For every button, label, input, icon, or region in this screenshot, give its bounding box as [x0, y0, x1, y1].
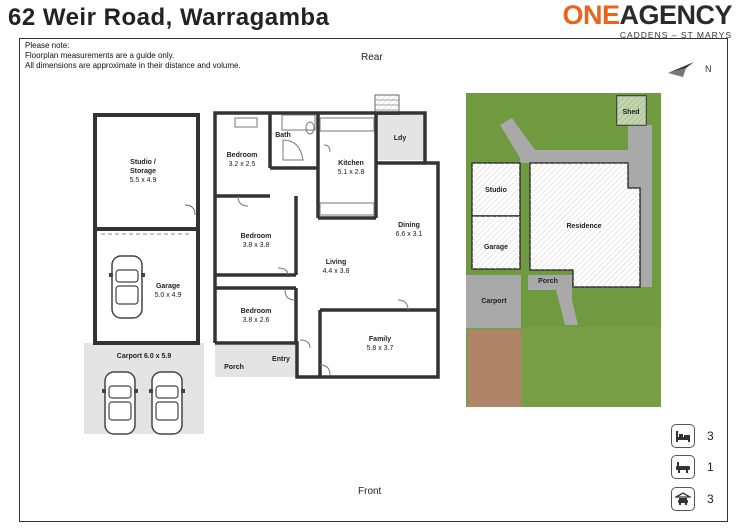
bedroom1-label: Bedroom	[227, 152, 258, 159]
north-arrow-icon: N	[668, 62, 712, 77]
dirt-area	[468, 330, 521, 407]
bedroom2-dims: 3.8 x 3.8	[243, 242, 270, 249]
note-line: Floorplan measurements are a guide only.	[25, 51, 175, 60]
garage-label: Garage	[156, 283, 180, 290]
bedroom3-label: Bedroom	[241, 308, 272, 315]
bathrooms-stat: 1	[671, 455, 721, 479]
bathrooms-count: 1	[707, 460, 714, 474]
logo-subtitle: CADDENS – ST MARYS	[619, 30, 732, 40]
living-label: Living	[326, 259, 347, 266]
rear-label: Rear	[361, 52, 383, 63]
carport-area	[84, 343, 204, 434]
note-line: Please note:	[25, 41, 70, 50]
car-spaces-stat: 3	[671, 487, 721, 511]
logo-one: ONE	[562, 0, 620, 30]
bedroom1-dims: 3.2 x 2.5	[229, 161, 256, 168]
garage-dims: 5.0 x 4.9	[155, 292, 182, 299]
bedroom3-dims: 3.8 x 2.6	[243, 317, 270, 324]
agency-logo: ONEAGENCY CADDENS – ST MARYS	[562, 0, 732, 41]
car-spaces-count: 3	[707, 492, 714, 506]
bedrooms-stat: 3	[671, 424, 721, 448]
porch-area	[215, 345, 297, 377]
studio-label: Studio /	[130, 159, 156, 166]
family-dims: 5.8 x 3.7	[367, 345, 394, 352]
site-studio-label: Studio	[485, 187, 507, 194]
studio-dims: 5.5 x 4.9	[130, 177, 157, 184]
kitchen-dims: 5.1 x 2.8	[338, 169, 365, 176]
site-plan: Shed Studio Garage Residence Porch Carpo…	[466, 93, 661, 407]
bath-label: Bath	[275, 132, 291, 139]
page-title: 62 Weir Road, Warragamba	[8, 4, 330, 31]
site-shed-label: Shed	[622, 109, 639, 116]
dining-label: Dining	[398, 222, 420, 229]
carport-label: Carport 6.0 x 5.9	[117, 353, 172, 360]
car-icon	[101, 371, 139, 435]
car-icon	[148, 371, 186, 435]
laundry-area	[376, 115, 424, 160]
floorplan-frame	[19, 38, 728, 522]
car-icon	[671, 487, 695, 511]
studio-label-2: Storage	[130, 168, 156, 175]
entry-label: Entry	[272, 356, 290, 363]
bed-icon	[671, 424, 695, 448]
car-icon	[108, 255, 146, 319]
site-carport-area	[466, 275, 521, 328]
bedrooms-count: 3	[707, 429, 714, 443]
north-label: N	[705, 64, 712, 74]
front-label: Front	[358, 486, 382, 497]
disclaimer-note: Please note: Floorplan measurements are …	[25, 41, 241, 71]
site-carport-label: Carport	[481, 298, 507, 305]
dining-dims: 6.6 x 3.1	[396, 231, 423, 238]
site-porch-label: Porch	[538, 278, 558, 285]
bedroom2-label: Bedroom	[241, 233, 272, 240]
family-label: Family	[369, 336, 391, 343]
living-dims: 4.4 x 3.8	[323, 268, 350, 275]
kitchen-label: Kitchen	[338, 160, 364, 167]
note-line: All dimensions are approximate in their …	[25, 61, 241, 70]
laundry-label: Ldy	[394, 135, 407, 142]
house-walls	[213, 111, 440, 379]
site-residence-label: Residence	[566, 223, 601, 230]
site-garage-label: Garage	[484, 244, 508, 251]
logo-agency: AGENCY	[619, 0, 732, 30]
bath-icon	[671, 455, 695, 479]
porch-label: Porch	[224, 364, 244, 371]
